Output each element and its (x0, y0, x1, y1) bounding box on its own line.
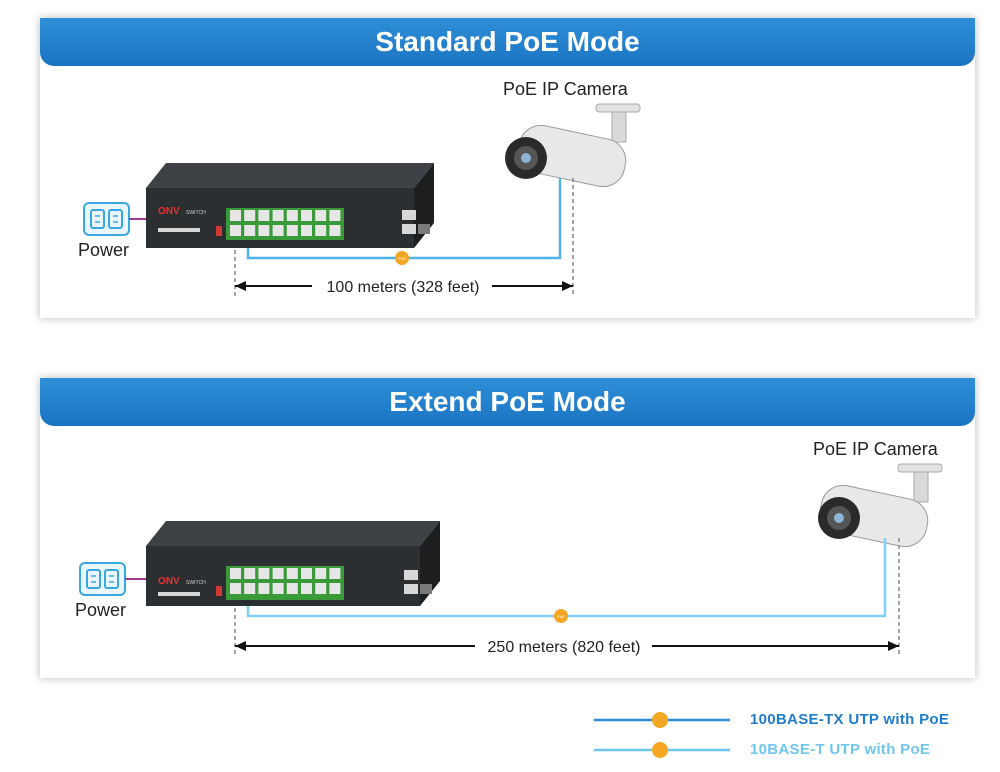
camera-label: PoE IP Camera (813, 439, 939, 459)
standard-diagram: Power ONV SWITCH PoE IP Camera (78, 79, 641, 296)
power-label: Power (75, 600, 126, 620)
ethernet-port (258, 225, 270, 236)
poe-marker-icon (395, 251, 409, 265)
distance-dimension-arrow (235, 641, 899, 651)
ip-camera-icon (818, 463, 943, 548)
ethernet-port (258, 210, 270, 221)
poe-switch-icon: ONV SWITCH (146, 521, 440, 606)
extend-diagram: Power ONV SWITCH PoE IP Camera (75, 439, 943, 656)
ethernet-port (301, 568, 312, 579)
switch-brand: ONV (158, 576, 180, 587)
ethernet-port (329, 583, 341, 594)
ethernet-port (329, 568, 341, 579)
power-outlet-icon (83, 202, 130, 236)
ethernet-port (244, 568, 256, 579)
ethernet-port (301, 225, 312, 236)
power-outlet-icon (79, 562, 126, 596)
switch-model: SWITCH (186, 210, 206, 216)
ethernet-port (315, 225, 327, 236)
ethernet-port (230, 225, 241, 236)
switch-model: SWITCH (186, 580, 206, 586)
ethernet-port (329, 210, 341, 221)
poe-marker-icon (554, 609, 568, 623)
ethernet-port (244, 225, 256, 236)
ethernet-port (272, 225, 284, 236)
poe-marker-icon (652, 712, 668, 728)
distance-label: 100 meters (328 feet) (327, 279, 480, 296)
legend-label-10base: 10BASE-T UTP with PoE (750, 741, 931, 758)
ethernet-port (272, 568, 284, 579)
ethernet-port (315, 583, 327, 594)
ip-camera-icon (505, 103, 641, 188)
ethernet-port (301, 210, 312, 221)
ethernet-port (230, 568, 241, 579)
ethernet-port (244, 583, 256, 594)
ethernet-port (286, 583, 298, 594)
switch-brand: ONV (158, 206, 180, 217)
poe-marker-text: PoE (557, 614, 565, 619)
standard-poe-title: Standard PoE Mode (40, 18, 975, 66)
ethernet-port (258, 583, 270, 594)
distance-label: 250 meters (820 feet) (488, 639, 641, 656)
legend-swatches (594, 712, 730, 758)
extend-poe-title: Extend PoE Mode (40, 378, 975, 426)
ethernet-port (272, 210, 284, 221)
ethernet-port (301, 583, 312, 594)
ethernet-port (286, 568, 298, 579)
ethernet-port (258, 568, 270, 579)
extend-poe-panel: Extend PoE Mode Power ONV SWITCH (40, 378, 975, 678)
ethernet-port (315, 568, 327, 579)
standard-poe-panel: Standard PoE Mode Power ONV SWITCH (40, 18, 975, 318)
ethernet-port (329, 225, 341, 236)
poe-marker-text: PoE (398, 256, 406, 261)
ethernet-port (286, 210, 298, 221)
legend-label-100base: 100BASE-TX UTP with PoE (750, 711, 950, 728)
camera-label: PoE IP Camera (503, 79, 629, 99)
power-label: Power (78, 240, 129, 260)
poe-switch-icon: ONV SWITCH (146, 163, 434, 248)
distance-dimension-arrow (235, 281, 573, 291)
poe-marker-icon (652, 742, 668, 758)
ethernet-port (315, 210, 327, 221)
ethernet-port (286, 225, 298, 236)
ethernet-port (230, 210, 241, 221)
ethernet-port (230, 583, 241, 594)
ethernet-port (272, 583, 284, 594)
cable-legend: 100BASE-TX UTP with PoE 10BASE-T UTP wit… (590, 700, 990, 764)
ethernet-port (244, 210, 256, 221)
